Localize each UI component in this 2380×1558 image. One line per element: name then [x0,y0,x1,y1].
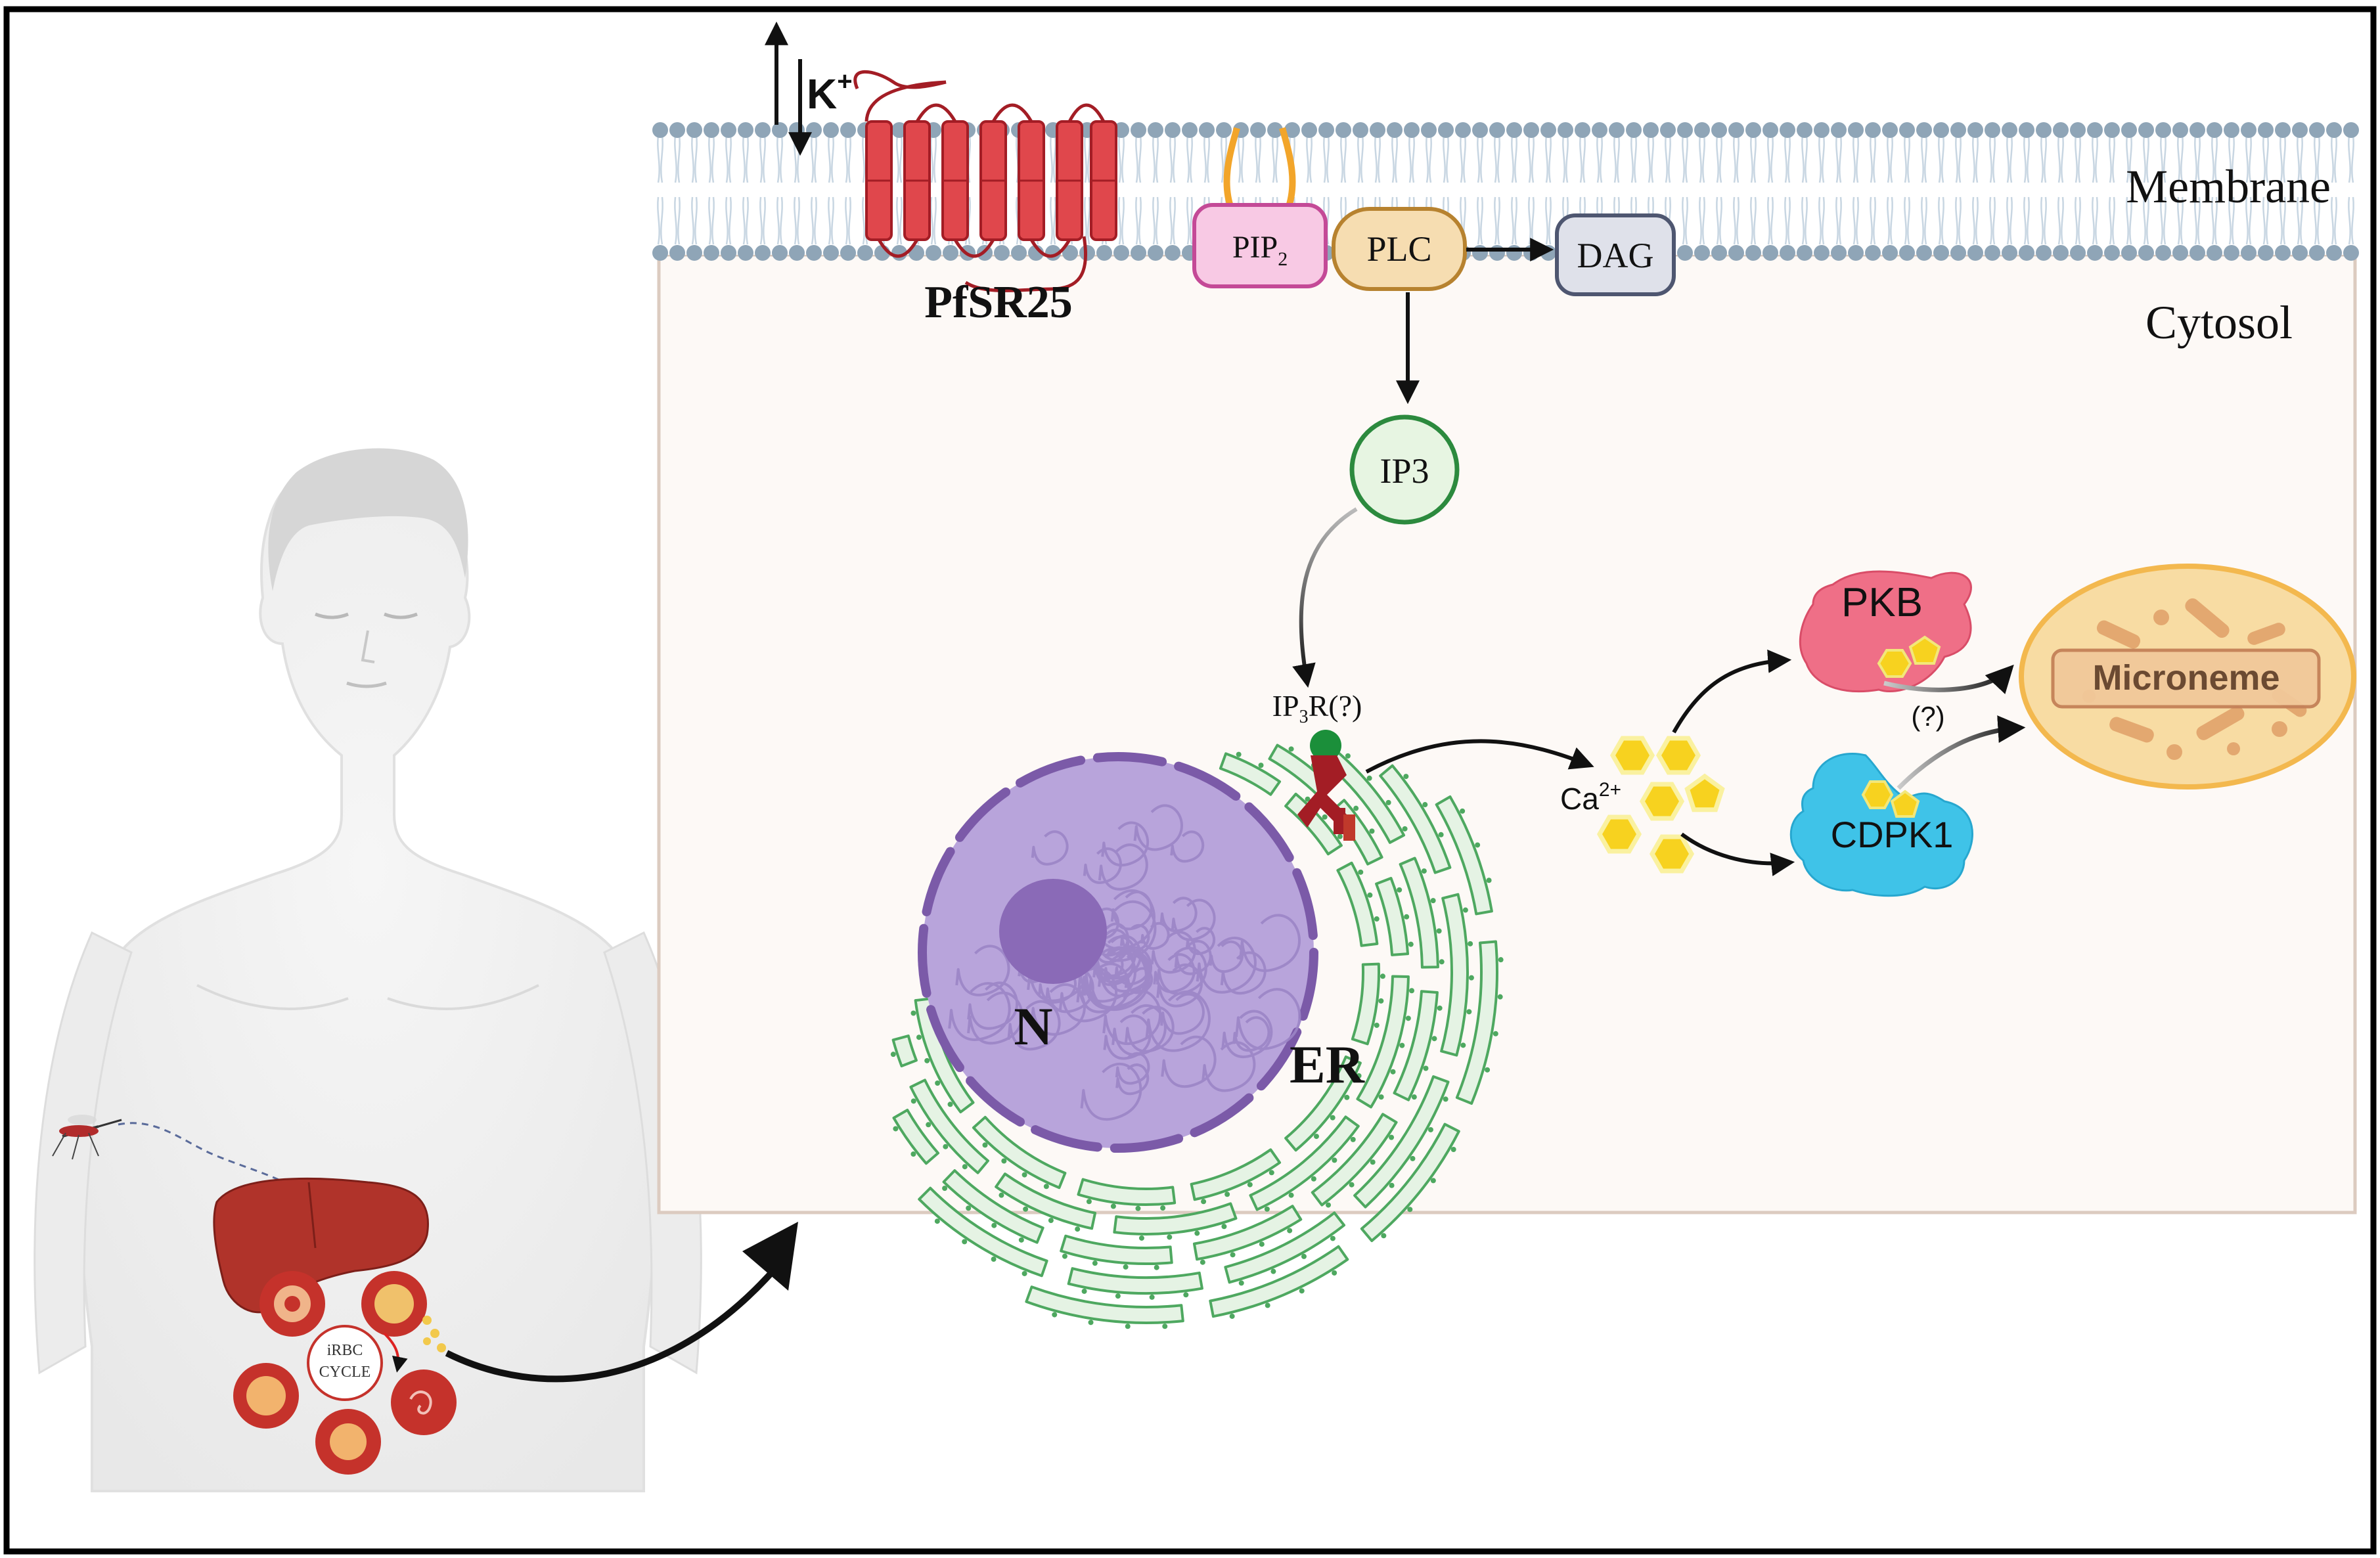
mouth [346,681,387,688]
pkb-kinase [1799,570,1972,693]
mosquito-icon [52,1115,122,1160]
ip3-node [1349,414,1460,525]
receptor-label: PfSR25 [924,277,1073,328]
human-body: iRBC CYCLE [34,448,798,1492]
rbc-cell [391,1369,457,1435]
plc-box [1332,207,1467,291]
cdpk1-label: CDPK1 [1831,814,1954,855]
nose [361,630,375,663]
ip3-to-ip3r-arrow [1292,507,1358,688]
rbc-cycle-hub [307,1325,383,1401]
endoplasmic-reticulum [890,744,1504,1329]
ip3r-label: IP3R(?) [1272,689,1362,727]
uncertain-label: (?) [1911,701,1944,732]
pip2-box [1192,203,1328,288]
calcium-label: Ca2+ [1560,779,1621,816]
plc-label: PLC [1366,229,1431,269]
cdpk1-kinase [1789,752,1973,897]
cdpk1-to-microneme-arrow [1897,715,2026,790]
pip2-label: PIP2 [1232,230,1288,270]
microneme-label-box [2051,648,2321,709]
calcium-to-pkb-arrow [1672,649,1792,734]
potassium-label: K+ [807,67,853,118]
pkb-label: PKB [1841,580,1923,625]
nucleus-label: N [1014,996,1052,1056]
infection-path [118,1122,303,1193]
zoom-arrow-head [742,1222,798,1291]
pkb-to-microneme-arrow [1883,664,2014,694]
membrane-label: Membrane [2126,160,2331,213]
zoom-arrow [445,1258,784,1383]
ip3-label: IP3 [1380,451,1429,491]
nucleolus [999,879,1107,984]
pfsr25-receptor [853,70,1117,292]
cell-panel: Membrane Cytosol K+ PfSR25 PIP2 PLC DAG … [652,21,2362,1329]
cycle-label-1: iRBC [327,1342,363,1359]
hair [268,448,468,591]
ip3r-to-calcium-arrow [1365,739,1594,774]
er-label: ER [1290,1035,1365,1094]
dag-label: DAG [1577,236,1654,275]
dag-box [1555,213,1676,296]
cytosol-label: Cytosol [2145,296,2293,349]
calcium-ions [1596,736,1725,874]
cycle-label-2: CYCLE [319,1364,371,1381]
microneme-label: Microneme [2092,658,2279,698]
eye-right [384,612,418,619]
rbc-cycle: iRBC CYCLE [233,1271,457,1475]
liver-icon [213,1177,429,1314]
microneme-organelle [2019,564,2356,790]
eye-left [315,612,349,619]
calcium-to-cdpk1-arrow [1680,832,1795,876]
ip3r-channel [1297,730,1355,841]
nucleus [918,752,1318,1153]
